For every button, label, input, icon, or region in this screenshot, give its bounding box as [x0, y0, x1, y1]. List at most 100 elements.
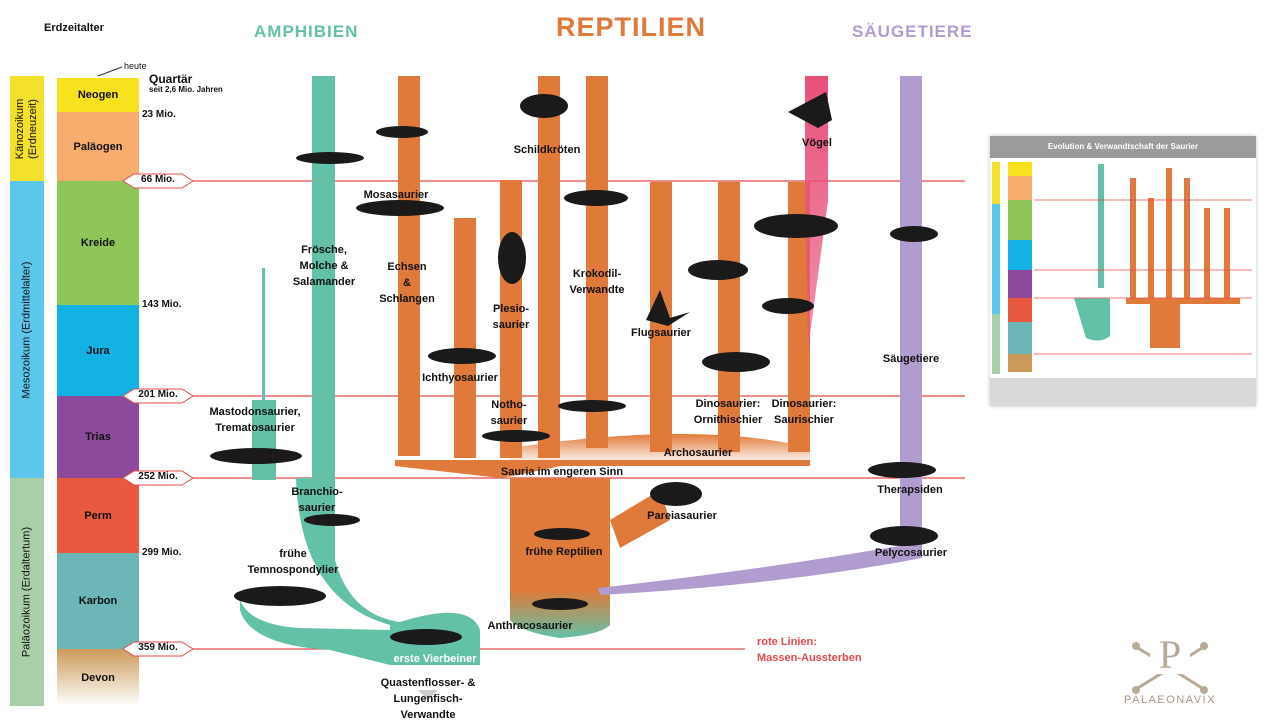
label-ornith: Dinosaurier: Ornithischier — [693, 398, 763, 426]
era-mesozoikum-label: Mesozoikum (Erdmittelalter) — [20, 261, 33, 398]
saeugetiere-branches — [598, 76, 922, 595]
label-schild: Schildkröten — [513, 144, 581, 156]
label-mastodon: Mastodonsaurier, Trematosaurier — [209, 406, 301, 434]
period-devon: Devon — [57, 649, 139, 706]
label-pareia: Pareiasaurier — [647, 510, 717, 522]
therapsid-silhouette — [868, 462, 936, 478]
first-tetrapod-silhouette — [390, 629, 462, 645]
turtle-silhouette — [520, 94, 568, 118]
period-karbon: Karbon — [57, 553, 139, 649]
period-kreide: Kreide — [57, 181, 139, 305]
pareiasaur-silhouette — [650, 482, 702, 506]
quartaer-label: Quartär — [149, 72, 193, 86]
theropod-silhouette — [762, 298, 814, 314]
badge-201: 201 Mio. — [122, 388, 194, 404]
label-voegel: Vögel — [802, 137, 832, 149]
reptilien-branches — [395, 76, 810, 638]
badge-359: 359 Mio. — [122, 641, 194, 657]
crocodile-silhouette — [564, 190, 628, 206]
label-saeuger: Säugetiere — [882, 353, 940, 365]
nothosaur-silhouette — [482, 430, 550, 442]
badge-359-label: 359 Mio. — [138, 642, 178, 653]
ornithopod-silhouette — [688, 260, 748, 280]
early-reptile-silhouette — [534, 528, 590, 540]
thumbnail-title: Evolution & Verwandtschaft der Saurier — [990, 136, 1256, 158]
label-therapsiden: Therapsiden — [877, 484, 943, 496]
label-archo: Archosaurier — [663, 447, 733, 459]
label-vierbeiner: erste Vierbeiner — [393, 653, 477, 665]
badge-201-label: 201 Mio. — [138, 389, 178, 400]
badge-66-label: 66 Mio. — [141, 174, 175, 185]
label-froesche: Frösche, Molche & Salamander — [292, 244, 356, 288]
period-trias: Trias — [57, 396, 139, 478]
period-perm: Perm — [57, 478, 139, 553]
period-neogen: Neogen — [57, 78, 139, 112]
label-flug: Flugsaurier — [631, 327, 691, 339]
badge-252-label: 252 Mio. — [138, 471, 178, 482]
temnospondyl-silhouette — [234, 586, 326, 606]
quastenflosser-stem — [418, 690, 438, 700]
label-quasten: Quastenflosser- & Lungenfisch-Verwandte — [380, 677, 476, 721]
label-sauria: Sauria im engeren Sinn — [500, 466, 624, 478]
period-jura: Jura — [57, 305, 139, 396]
salamander-silhouette — [296, 152, 364, 164]
label-sauri: Dinosaurier: Saurischier — [771, 398, 837, 426]
amphibien-title: AMPHIBIEN — [254, 22, 359, 41]
logo-letter: P — [1159, 632, 1181, 677]
mastodonsaur-silhouette — [210, 448, 302, 464]
ichthyosaur-silhouette — [428, 348, 496, 364]
era-mesozoikum: Mesozoikum (Erdmittelalter) — [10, 181, 44, 478]
label-anthraco: Anthracosaurier — [487, 620, 573, 632]
mya-143: 143 Mio. — [142, 299, 182, 310]
animal-silhouettes — [210, 92, 938, 645]
badge-66: 66 Mio. — [122, 173, 194, 189]
label-pelyco: Pelycosaurier — [874, 547, 948, 559]
era-palaeozoikum: Paläozoikum (Erdaltertum) — [10, 478, 44, 706]
palaeonavix-logo-mark: P — [1132, 630, 1208, 694]
heute-pointer — [97, 66, 123, 77]
heute-label: heute — [124, 61, 147, 71]
saeugetiere-title: SÄUGETIERE — [852, 22, 973, 41]
stegosaur-silhouette — [702, 352, 770, 372]
anthracosaur-silhouette — [532, 598, 588, 610]
croc-small-silhouette — [558, 400, 626, 412]
era-palaeozoikum-label: Paläozoikum (Erdaltertum) — [20, 526, 33, 658]
thumbnail-image — [992, 162, 1252, 374]
badge-252: 252 Mio. — [122, 470, 194, 486]
legend-extinction: rote Linien: Massen-Aussterben — [757, 636, 862, 664]
label-fruehrept: frühe Reptilien — [525, 546, 603, 558]
palaeonavix-logo: P PALAEONAVIX — [1114, 624, 1226, 710]
quartaer-sub-label: seit 2,6 Mio. Jahren — [149, 85, 223, 94]
label-branchio: Branchio- saurier — [291, 486, 343, 514]
label-kroko: Krokodil- Verwandte — [569, 268, 625, 296]
mya-23: 23 Mio. — [142, 109, 176, 120]
sauropod-silhouette — [754, 214, 838, 238]
mya-299: 299 Mio. — [142, 547, 182, 558]
branchiosaur-silhouette — [304, 514, 360, 526]
voegel-branch — [805, 76, 828, 350]
amphibien-branches — [238, 76, 480, 665]
logo-text: PALAEONAVIX — [1124, 694, 1216, 706]
era-kaenozoikum: Känozoikum (Erdneuzeit) — [10, 76, 44, 181]
mammal-silhouette — [890, 226, 938, 242]
label-echsen: Echsen & Schlangen — [379, 261, 435, 305]
label-mosa: Mosasaurier — [363, 189, 429, 201]
pelycosaur-silhouette — [870, 526, 938, 546]
newt-silhouette — [376, 126, 428, 138]
overview-thumbnail[interactable]: Evolution & Verwandtschaft der Saurier — [990, 136, 1256, 406]
label-temno: frühe Temnospondylier — [247, 548, 339, 576]
label-ichthyo: Ichthyosaurier — [422, 372, 498, 384]
pterosaur-silhouette — [646, 290, 690, 326]
label-notho: Notho- saurier — [490, 399, 528, 427]
bird-silhouette — [788, 92, 832, 128]
label-plesio: Plesio- saurier — [492, 303, 530, 331]
reptilien-title: REPTILIEN — [556, 12, 707, 42]
era-kaenozoikum-label: Känozoikum (Erdneuzeit) — [14, 98, 39, 159]
thumbnail-footer — [990, 378, 1256, 406]
period-palaeogen: Paläogen — [57, 112, 139, 181]
plesiosaur-silhouette — [498, 232, 526, 284]
time-column-title: Erdzeitalter — [44, 22, 104, 34]
mosasaur-silhouette — [356, 200, 444, 216]
